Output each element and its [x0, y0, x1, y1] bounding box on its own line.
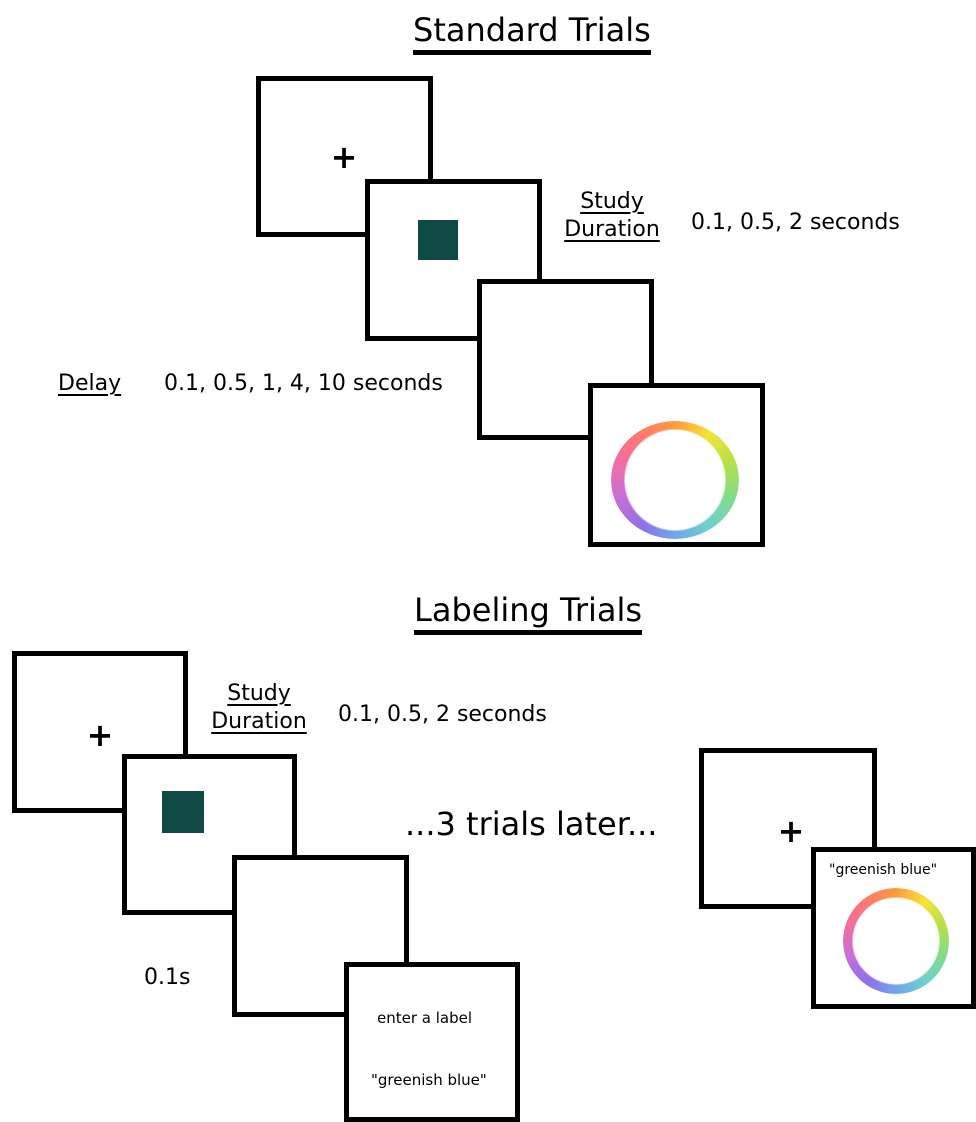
fixation-cross-icon: +	[86, 716, 114, 754]
later-text: ...3 trials later...	[405, 805, 658, 843]
cue-label: "greenish blue"	[829, 862, 938, 878]
study-duration-values: 0.1, 0.5, 2 seconds	[691, 210, 900, 235]
color-wheel-frame	[588, 383, 765, 547]
fixation-cross-icon: +	[330, 138, 358, 176]
study-label-line1: Study	[227, 681, 291, 706]
labeling-trials-title: Labeling Trials	[414, 594, 643, 635]
fixation-cross-icon: +	[777, 812, 805, 850]
color-wheel-icon	[611, 421, 739, 539]
label-entry-frame: enter a label "greenish blue"	[344, 962, 520, 1122]
fixation-frame: +	[256, 76, 433, 237]
color-square	[418, 220, 458, 260]
study-duration-label: Study Duration	[556, 188, 668, 243]
labeling-study-values: 0.1, 0.5, 2 seconds	[338, 702, 547, 727]
color-square	[162, 791, 204, 833]
labeling-study-frame	[122, 754, 297, 915]
study-label-line2: Duration	[564, 216, 660, 242]
labeling-delay-value: 0.1s	[144, 965, 191, 990]
study-label-line2: Duration	[211, 708, 307, 734]
standard-trials-title: Standard Trials	[413, 14, 651, 55]
color-wheel-icon	[843, 888, 949, 994]
study-label-line1: Study	[580, 189, 644, 214]
label-response: "greenish blue"	[371, 1071, 487, 1089]
delay-label: Delay	[58, 371, 122, 396]
labeling-study-duration-label: Study Duration	[202, 680, 316, 735]
later-color-wheel-frame: "greenish blue"	[811, 847, 976, 1009]
delay-values: 0.1, 0.5, 1, 4, 10 seconds	[164, 371, 443, 396]
label-prompt: enter a label	[377, 1009, 473, 1027]
